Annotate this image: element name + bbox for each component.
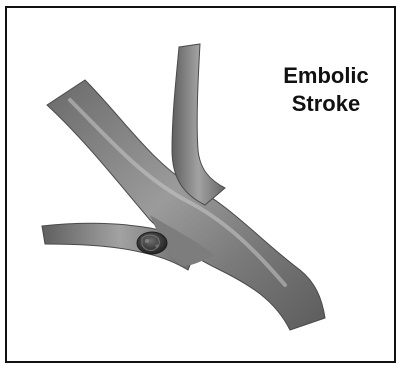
clot-icon: [137, 232, 167, 254]
upper-branch-vessel: [172, 44, 225, 205]
title-line-1: Embolic: [268, 62, 384, 90]
diagram-title: Embolic Stroke: [268, 62, 384, 118]
title-line-2: Stroke: [268, 90, 384, 118]
